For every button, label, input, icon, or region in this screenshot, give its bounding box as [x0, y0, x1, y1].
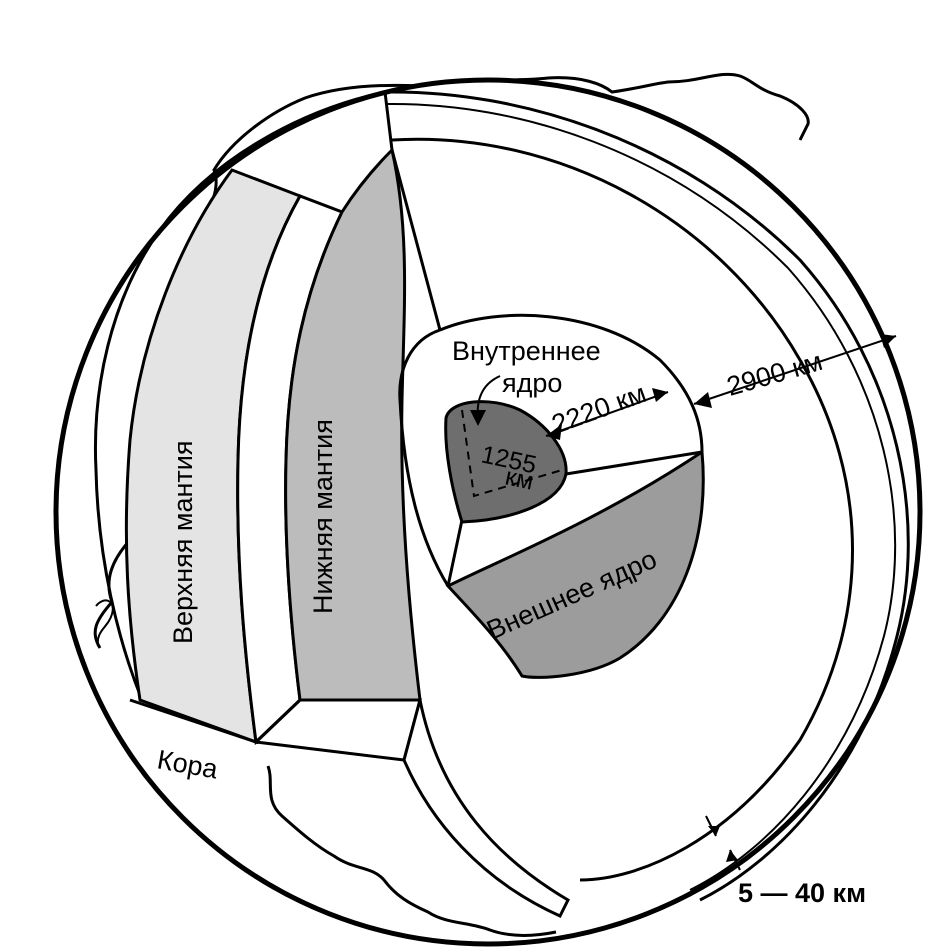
- upper-mantle-label: Верхняя мантия: [168, 441, 198, 644]
- outer-core-region: [445, 449, 705, 679]
- mantle-cut-face: [391, 137, 854, 882]
- crust-thickness-label: 5 — 40 км: [738, 878, 866, 908]
- outer-core-dimension-arrowhead-b: [652, 388, 668, 402]
- inner-core-label-line2: ядро: [502, 368, 562, 398]
- crust-dimension-arrowhead-bottom: [726, 850, 738, 862]
- mantle-dimension-arrowhead-a: [694, 392, 712, 408]
- outer-core-dimension-arrowhead-a: [546, 424, 562, 440]
- crust-band-right: [384, 90, 910, 902]
- crust-dimension-arrowhead-top: [708, 826, 720, 836]
- inner-core-leader-arrowhead: [470, 410, 486, 426]
- continent-top-outline: [198, 72, 810, 261]
- core-cut-outline: [398, 313, 704, 587]
- mantle-dimension-arrowhead-b: [880, 334, 896, 348]
- cut-face-lower-wedge: [402, 699, 570, 918]
- outer-core-dimension-line: [545, 391, 669, 437]
- inner-core-label-line1: Внутреннее: [452, 336, 601, 366]
- mantle-dimension-line: [693, 335, 897, 405]
- inner-core-region: [444, 400, 568, 524]
- lower-mantle-label: Нижняя мантия: [308, 419, 338, 614]
- continent-lower-left-outline: [95, 599, 114, 647]
- inner-core-radius-unit: км: [503, 462, 536, 495]
- continent-bottom-outline: [266, 765, 557, 937]
- crust-band-right-inner: [384, 102, 897, 891]
- inner-core-radius-line: [461, 409, 563, 498]
- cut-face-bottom: [129, 698, 422, 762]
- crust-band-left: [94, 90, 386, 701]
